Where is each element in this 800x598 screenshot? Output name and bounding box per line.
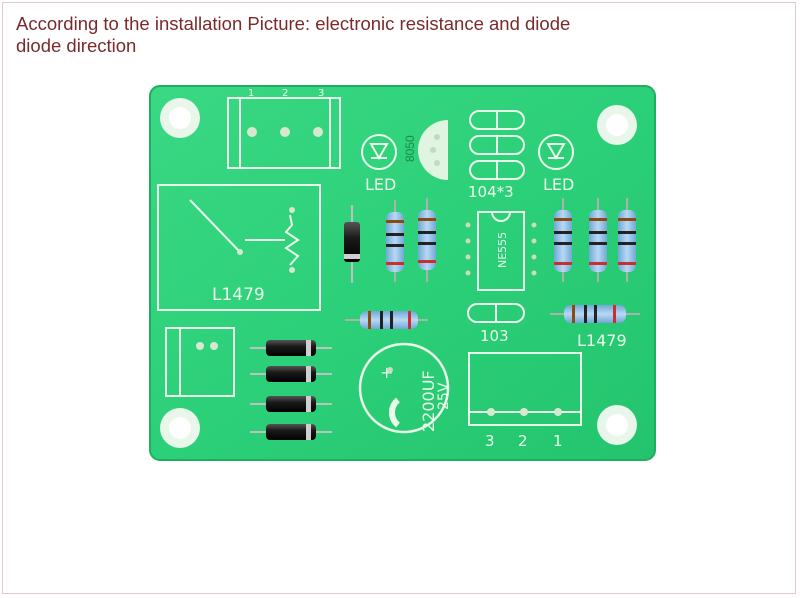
terminal-block-bottom <box>468 352 582 426</box>
transistor-footprint <box>418 120 448 180</box>
electrolytic-voltage-label: 25V <box>436 382 452 410</box>
ic-footprint <box>477 211 525 291</box>
bottom-pin-label-3: 3 <box>485 432 495 450</box>
diode-horizontal-3 <box>250 396 332 412</box>
terminal-block-top <box>227 97 341 169</box>
resistor-vertical-3 <box>554 198 572 282</box>
electrolytic-label: 2200UF <box>419 370 438 432</box>
mounting-hole-bl <box>160 408 200 448</box>
top-pin-label-2: 2 <box>282 88 288 99</box>
led-left-footprint <box>361 134 397 170</box>
terminal-block-left <box>165 327 235 397</box>
capacitor-single-footprint <box>467 303 525 323</box>
transistor-label: 8050 <box>403 135 417 162</box>
resistor-horizontal-2 <box>550 305 640 323</box>
resistor-vertical-2 <box>418 198 436 282</box>
caption-line-2: diode direction <box>16 35 137 56</box>
potentiometer-footprint-left <box>157 184 321 311</box>
mounting-hole-br <box>597 405 637 445</box>
mounting-hole-tr <box>597 105 637 145</box>
diode-horizontal-2 <box>250 366 332 382</box>
electrolytic-capacitor-footprint: + <box>358 342 450 434</box>
led-right-label: LED <box>543 175 574 194</box>
caption-line-1: According to the installation Picture: e… <box>16 13 571 34</box>
caption: According to the installation Picture: e… <box>16 13 736 57</box>
top-pin-label-1: 1 <box>248 88 254 99</box>
pot-left-label: L1479 <box>212 285 265 305</box>
capacitor-single-label: 103 <box>480 327 509 345</box>
ic-label: NE555 <box>496 232 509 268</box>
led-right-footprint <box>538 134 574 170</box>
bottom-pin-label-2: 2 <box>518 432 528 450</box>
led-left-label: LED <box>365 175 396 194</box>
top-pin-label-3: 3 <box>318 88 324 99</box>
resistor-vertical-5 <box>618 198 636 282</box>
pot-right-label: L1479 <box>577 331 627 350</box>
diode-horizontal-1 <box>250 340 332 356</box>
diode-vertical <box>344 205 360 283</box>
diode-horizontal-4 <box>250 424 332 440</box>
resistor-horizontal-1 <box>345 311 428 329</box>
ic-pads <box>465 222 537 276</box>
bottom-pin-label-1: 1 <box>553 432 563 450</box>
capacitor-group-footprint <box>469 110 525 180</box>
resistor-vertical-1 <box>386 200 404 282</box>
mounting-hole-tl <box>160 98 200 138</box>
capacitor-group-label: 104*3 <box>468 183 514 201</box>
resistor-vertical-4 <box>589 198 607 282</box>
